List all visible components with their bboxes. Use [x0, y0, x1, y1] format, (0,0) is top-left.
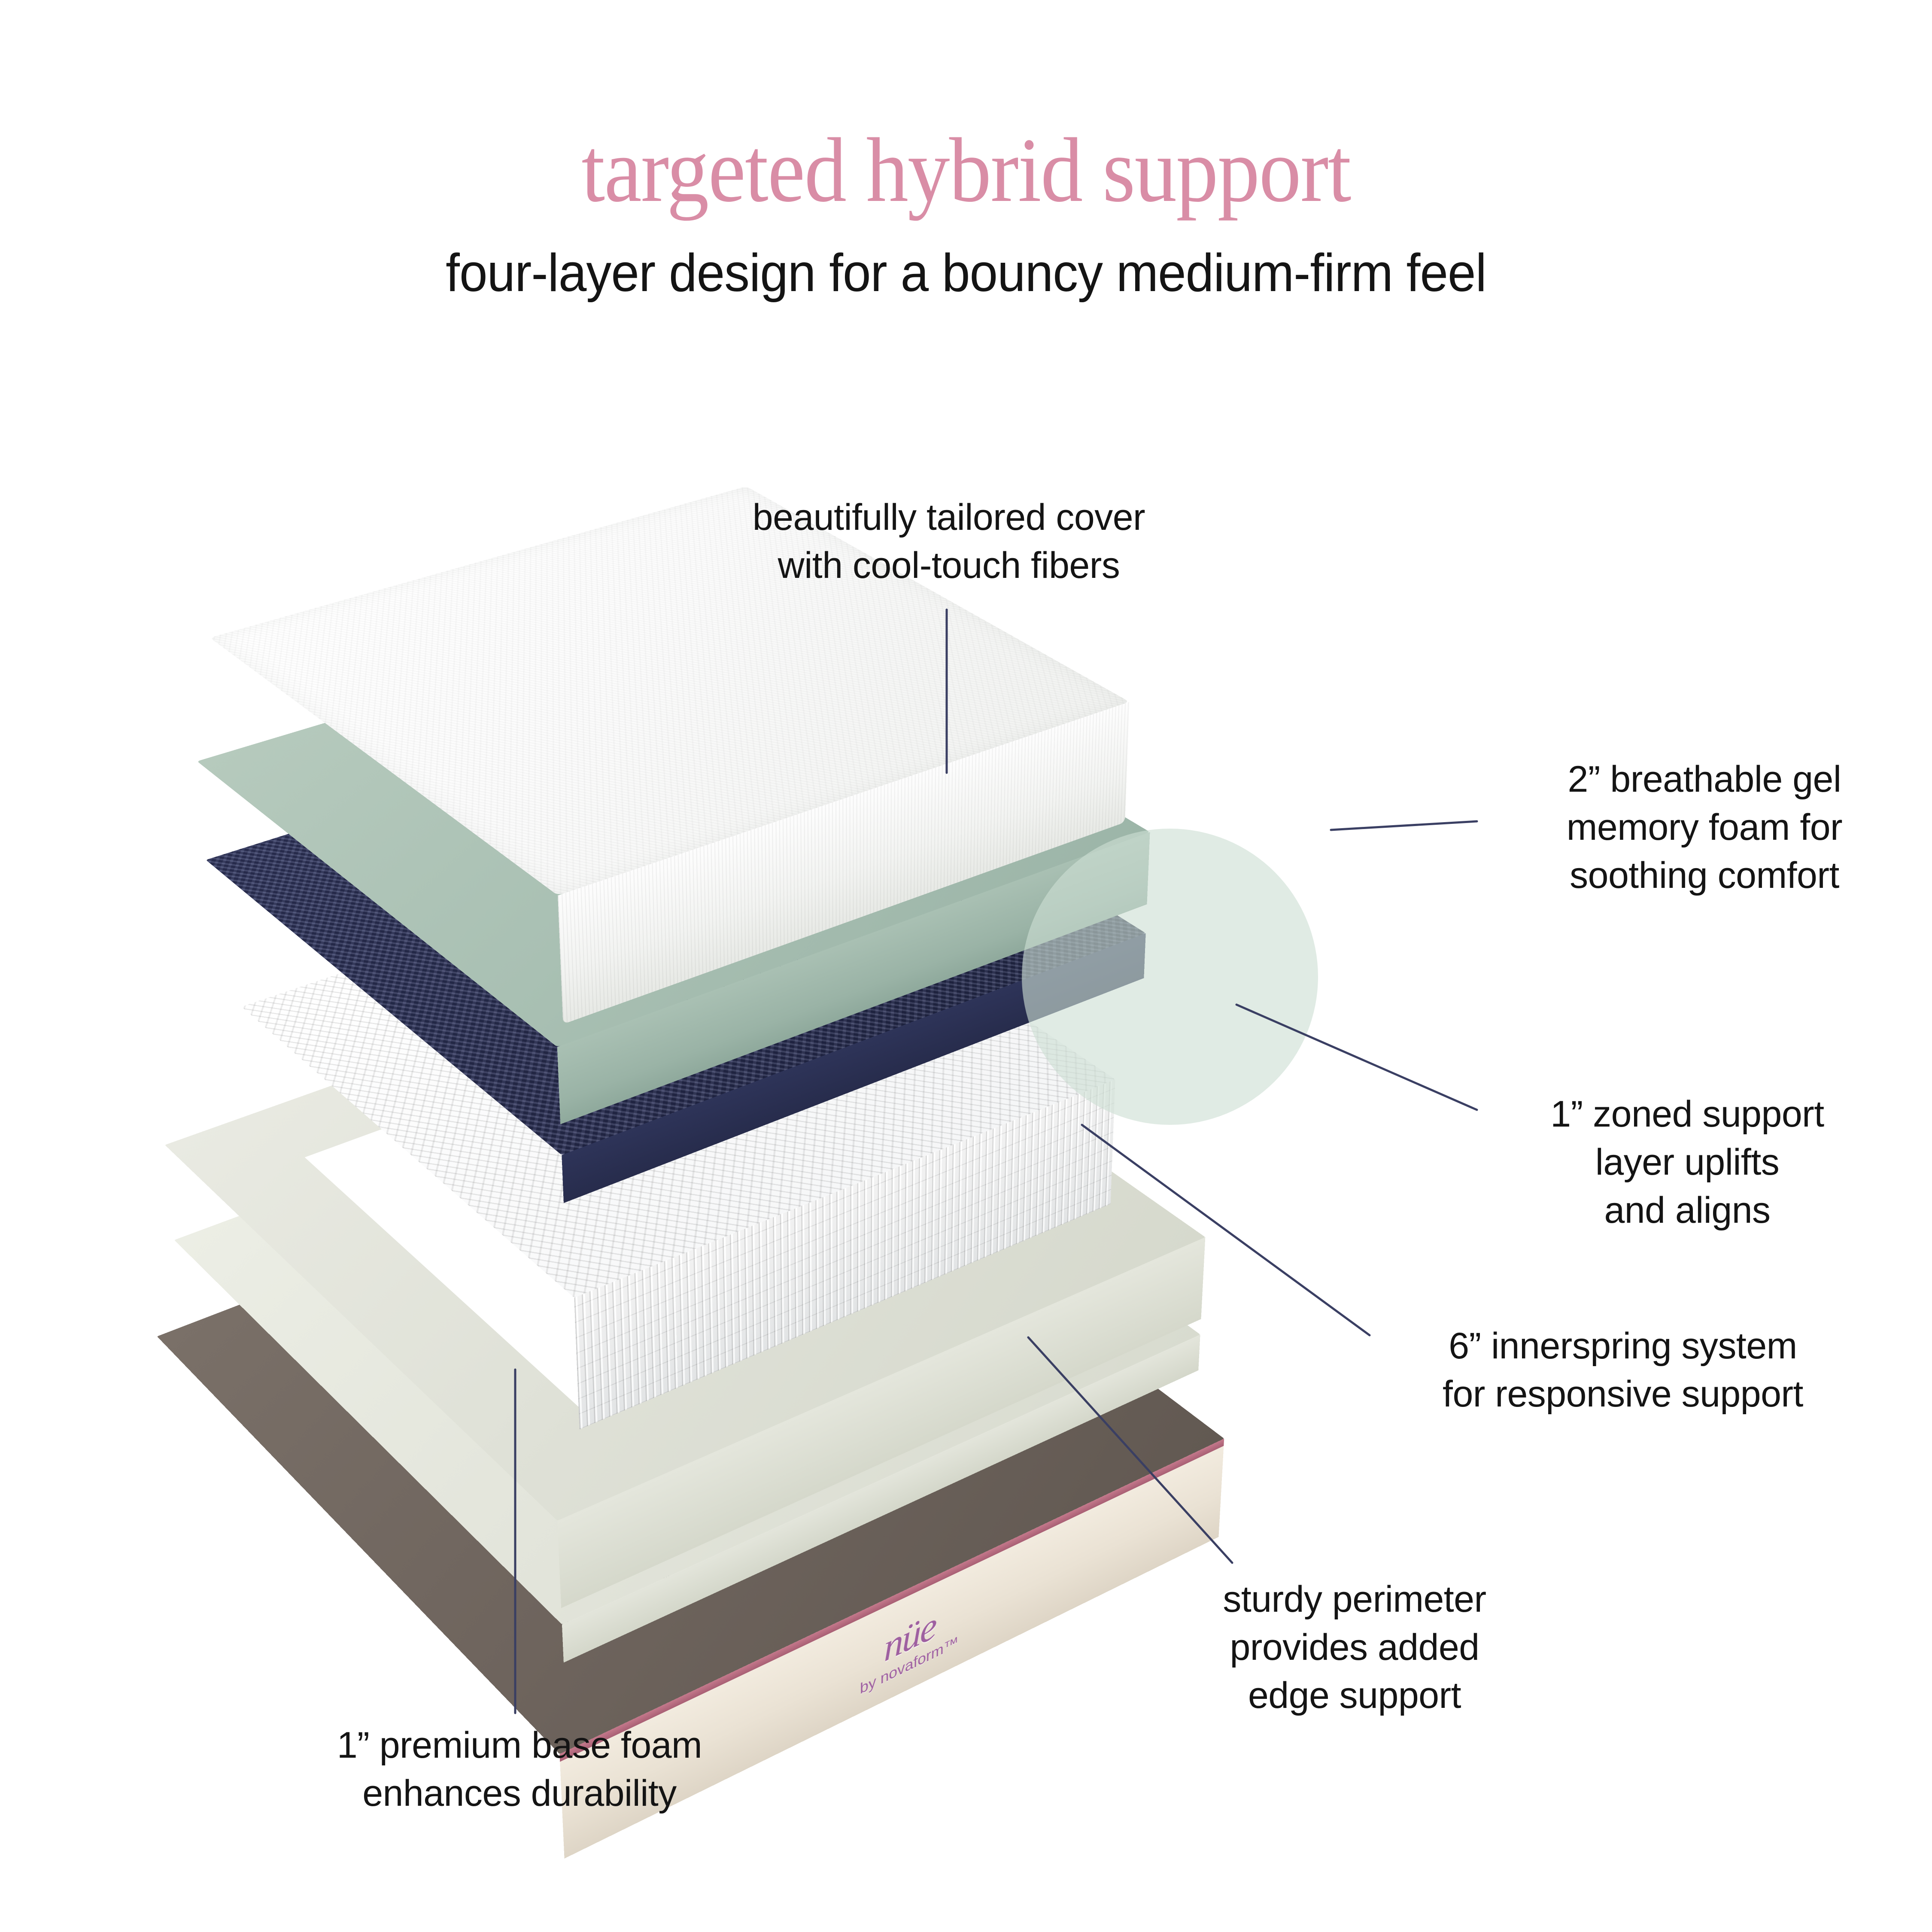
callout-innerspring: 6” innerspring system for responsive sup… [1443, 1325, 1803, 1415]
sage-highlight-lens [1022, 829, 1318, 1125]
callout-base-foam: 1” premium base foam enhances durability [337, 1725, 702, 1814]
page-header: targeted hybrid support four-layer desig… [0, 0, 1932, 300]
page-subtitle: four-layer design for a bouncy medium-fi… [446, 243, 1487, 303]
callout-zoned-support: 1” zoned support layer uplifts and align… [1550, 1094, 1824, 1231]
callout-perimeter: sturdy perimeter provides added edge sup… [1223, 1579, 1486, 1716]
callout-cover: beautifully tailored cover with cool-tou… [752, 497, 1145, 586]
page-title: targeted hybrid support [581, 119, 1351, 221]
callout-gel-memory-foam: 2” breathable gel memory foam for soothi… [1566, 759, 1843, 896]
